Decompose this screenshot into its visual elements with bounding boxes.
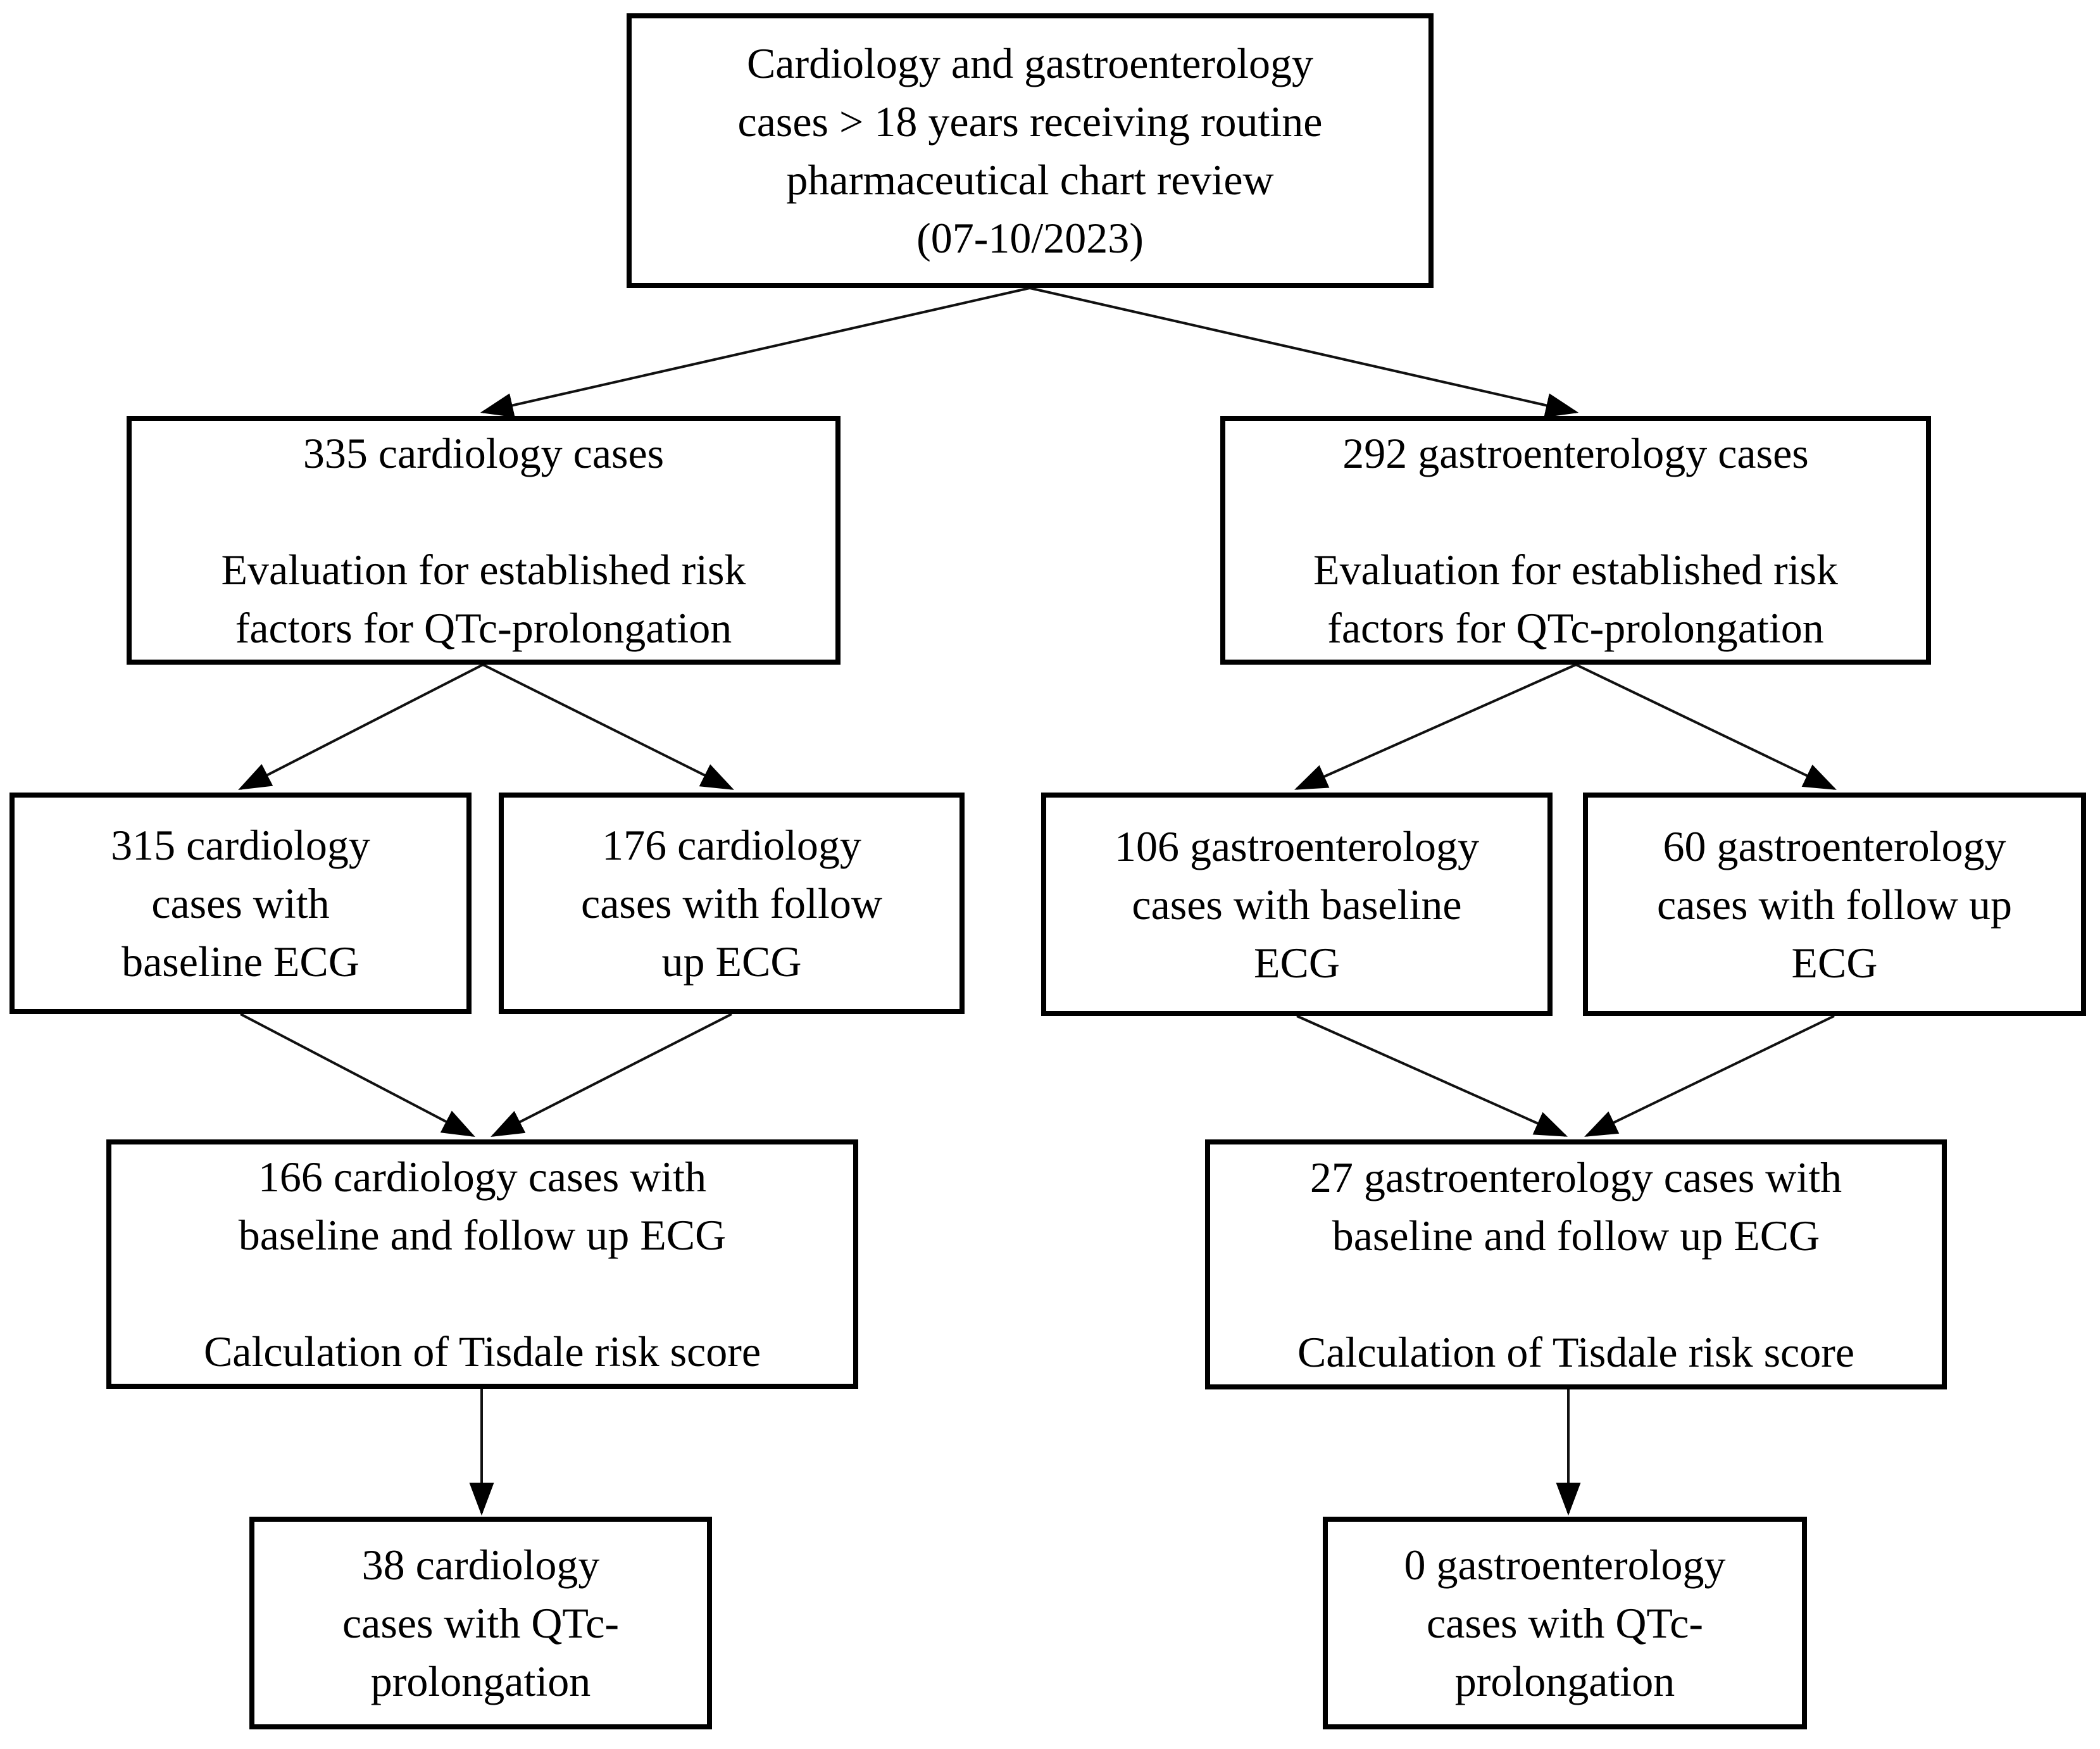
node-line: 0 gastroenterology xyxy=(1404,1541,1726,1589)
node-cardiology-total: 335 cardiology cases Evaluation for esta… xyxy=(127,416,841,665)
node-line: cases with follow up xyxy=(1657,880,2012,929)
node-line: baseline and follow up ECG xyxy=(238,1211,727,1259)
node-line: 27 gastroenterology cases with xyxy=(1309,1153,1842,1201)
arrow-gastro-to-followup xyxy=(1575,663,1837,790)
node-line: baseline and follow up ECG xyxy=(1332,1211,1820,1260)
line-spacer xyxy=(1232,482,1920,541)
arrow-gastro-to-baseline xyxy=(1294,663,1577,790)
node-line: Evaluation for established risk xyxy=(221,545,746,594)
node-gastroenterology-followup-ecg: 60 gastroenterology cases with follow up… xyxy=(1583,793,2086,1016)
node-line: cases > 18 years receiving routine xyxy=(737,97,1323,146)
node-line: factors for QTc-prolongation xyxy=(235,603,732,652)
node-line: 315 cardiology xyxy=(111,821,370,869)
node-cardiology-qtc-prolongation: 38 cardiology cases with QTc- prolongati… xyxy=(249,1517,712,1729)
node-line: ECG xyxy=(1254,938,1340,987)
node-line: Evaluation for established risk xyxy=(1313,545,1838,594)
node-line: 335 cardiology cases xyxy=(303,429,665,477)
line-spacer xyxy=(118,1264,847,1322)
node-gastroenterology-both-ecg-tisdale: 27 gastroenterology cases with baseline … xyxy=(1205,1139,1947,1389)
arrow-card-to-baseline xyxy=(238,663,484,790)
node-line: factors for QTc-prolongation xyxy=(1327,603,1824,652)
node-gastroenterology-total: 292 gastroenterology cases Evaluation fo… xyxy=(1220,416,1931,665)
arrow-root-to-gastro xyxy=(1029,287,1579,418)
node-line: prolongation xyxy=(1454,1657,1675,1705)
node-line: cases with baseline xyxy=(1132,880,1462,929)
arrow-baseline-to-both-gastro xyxy=(1296,1015,1568,1137)
node-line: cases with xyxy=(151,879,330,927)
line-spacer xyxy=(1216,1265,1935,1323)
node-line: up ECG xyxy=(661,937,802,986)
node-line: prolongation xyxy=(370,1657,591,1705)
node-line: (07-10/2023) xyxy=(916,214,1144,262)
node-line: 176 cardiology xyxy=(602,821,861,869)
node-line: baseline ECG xyxy=(122,937,359,986)
node-line: 106 gastroenterology xyxy=(1115,822,1479,870)
node-line: 292 gastroenterology cases xyxy=(1342,429,1809,477)
arrow-followup-to-both-card xyxy=(491,1013,732,1137)
node-line: Calculation of Tisdale risk score xyxy=(1297,1327,1855,1376)
arrow-root-to-cardiology xyxy=(480,287,1030,418)
node-line: 60 gastroenterology xyxy=(1663,822,2006,870)
node-line: Cardiology and gastroenterology xyxy=(746,39,1314,87)
node-line: cases with QTc- xyxy=(1426,1599,1704,1647)
node-line: cases with QTc- xyxy=(342,1599,620,1647)
node-line: 38 cardiology xyxy=(361,1541,600,1589)
node-line: cases with follow xyxy=(581,879,882,927)
line-spacer xyxy=(138,482,829,541)
arrow-followup-to-both-gastro xyxy=(1584,1015,1835,1137)
node-cardiology-both-ecg-tisdale: 166 cardiology cases with baseline and f… xyxy=(106,1139,858,1389)
node-cardiology-baseline-ecg: 315 cardiology cases with baseline ECG xyxy=(9,793,472,1014)
arrow-card-to-followup xyxy=(482,663,734,790)
node-line: Calculation of Tisdale risk score xyxy=(203,1327,761,1376)
node-cardiology-followup-ecg: 176 cardiology cases with follow up ECG xyxy=(499,793,965,1014)
node-line: ECG xyxy=(1791,938,1878,987)
node-gastroenterology-qtc-prolongation: 0 gastroenterology cases with QTc- prolo… xyxy=(1323,1517,1807,1729)
node-line: 166 cardiology cases with xyxy=(258,1153,707,1201)
arrow-baseline-to-both-card xyxy=(240,1013,475,1138)
node-line: pharmaceutical chart review xyxy=(786,156,1274,204)
node-gastroenterology-baseline-ecg: 106 gastroenterology cases with baseline… xyxy=(1041,793,1553,1016)
node-root-population: Cardiology and gastroenterology cases > … xyxy=(627,13,1434,288)
